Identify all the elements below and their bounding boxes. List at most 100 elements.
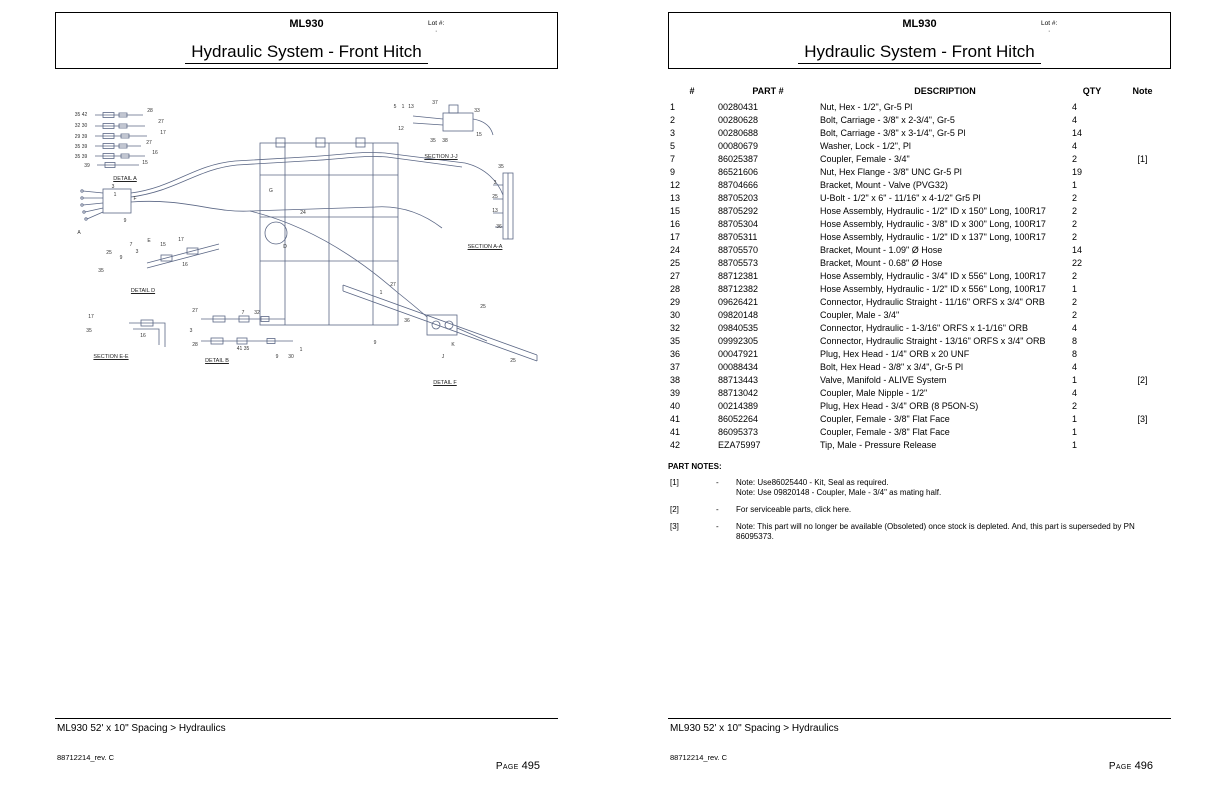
table-row: 40 00214389 Plug, Hex Head - 3/4" ORB (8… <box>668 400 1171 413</box>
row-part-number: 88705570 <box>718 245 759 255</box>
parts-table: # PART # DESCRIPTION QTY Note 1 00280431… <box>668 86 1171 549</box>
row-note-ref <box>1114 244 1171 257</box>
row-qty: 2 <box>1072 206 1078 216</box>
diagram-callout: 35 <box>498 164 504 170</box>
row-part-number: 00080679 <box>718 141 759 151</box>
diagram-section-label: SECTION E-E <box>93 354 129 360</box>
note-text: For serviceable parts, click here. <box>736 505 852 514</box>
diagram-callout: 1 <box>379 290 383 296</box>
diagram-callout: 16 <box>182 262 188 268</box>
row-qty: 1 <box>1072 180 1078 190</box>
row-description: U-Bolt - 1/2" x 6" - 11/16" x 4-1/2" Gr5… <box>820 193 981 203</box>
lot-value: · <box>1047 28 1051 35</box>
row-note-ref <box>1114 101 1171 114</box>
table-row: 1 00280431 Nut, Hex - 1/2", Gr-5 Pl 4 <box>668 101 1171 114</box>
row-description: Bolt, Hex Head - 3/8" x 3/4", Gr-5 Pl <box>820 362 963 372</box>
row-item-number: 17 <box>670 232 681 242</box>
diagram-callout: 27 <box>390 282 396 288</box>
row-item-number: 32 <box>670 323 681 333</box>
lot-number-block: Lot #: · <box>428 20 444 35</box>
diagram-callout: 32 <box>254 310 260 316</box>
diagram-callout: 17 <box>178 237 184 243</box>
row-description: Plug, Hex Head - 3/4" ORB (8 P5ON-S) <box>820 401 979 411</box>
diagram-callout: 38 <box>442 138 448 144</box>
diagram-callout: 35 39 <box>74 154 88 160</box>
row-part-number: 00088434 <box>718 362 759 372</box>
row-description: Connector, Hydraulic Straight - 13/16" O… <box>820 336 1046 346</box>
row-part-number: 00047921 <box>718 349 759 359</box>
note-ref: [1] <box>670 478 679 487</box>
row-item-number: 30 <box>670 310 681 320</box>
diagram-callout: 39 <box>84 163 90 169</box>
diagram-callout: 9 <box>373 340 377 346</box>
diagram-callout: 15 <box>160 242 166 248</box>
row-qty: 4 <box>1072 362 1078 372</box>
row-description: Bracket, Mount - 0.68" Ø Hose <box>820 258 943 268</box>
row-description: Tip, Male - Pressure Release <box>820 440 937 450</box>
diagram-callout: 25 <box>492 194 498 200</box>
diagram-callout: 17 <box>160 130 166 136</box>
diagram-callout: F <box>133 196 137 202</box>
row-item-number: 7 <box>670 154 676 164</box>
diagram-callout: 16 <box>140 333 146 339</box>
diagram-callout: 1 <box>299 347 303 353</box>
diagram-callout: 3 <box>189 328 193 334</box>
row-description: Valve, Manifold - ALIVE System <box>820 375 947 385</box>
page-title: Hydraulic System - Front Hitch <box>185 42 428 64</box>
col-header-part: PART # <box>752 86 784 96</box>
diagram-callout: 35 <box>430 138 436 144</box>
diagram-section-label: SECTION J-J <box>424 154 458 160</box>
table-row: 38 88713443 Valve, Manifold - ALIVE Syst… <box>668 374 1171 387</box>
row-item-number: 15 <box>670 206 681 216</box>
table-row: 37 00088434 Bolt, Hex Head - 3/8" x 3/4"… <box>668 361 1171 374</box>
col-header-num: # <box>689 86 695 96</box>
row-item-number: 5 <box>670 141 676 151</box>
row-qty: 2 <box>1072 310 1078 320</box>
row-note-ref <box>1114 322 1171 335</box>
row-part-number: 09992305 <box>718 336 759 346</box>
diagram-section-label: DETAIL F <box>433 380 457 386</box>
diagram-section-label: SECTION A-A <box>467 244 503 250</box>
row-part-number: 09820148 <box>718 310 759 320</box>
diagram-callout: 9 <box>123 218 127 224</box>
row-part-number: 00214389 <box>718 401 759 411</box>
row-item-number: 36 <box>670 349 681 359</box>
row-description: Plug, Hex Head - 1/4" ORB x 20 UNF <box>820 349 970 359</box>
table-row: 41 86052264 Coupler, Female - 3/8" Flat … <box>668 413 1171 426</box>
diagram-section-label: DETAIL A <box>113 176 137 182</box>
diagram-callout: J <box>441 354 445 360</box>
row-note-ref <box>1114 426 1171 439</box>
table-row: 41 86095373 Coupler, Female - 3/8" Flat … <box>668 426 1171 439</box>
table-row: 7 86025387 Coupler, Female - 3/4" 2 [1] <box>668 153 1171 166</box>
row-qty: 2 <box>1072 154 1078 164</box>
row-note-ref <box>1114 270 1171 283</box>
row-item-number: 16 <box>670 219 681 229</box>
right-header-box: ML930 Lot #: · Hydraulic System - Front … <box>668 12 1171 69</box>
diagram-callout: D <box>283 244 287 250</box>
row-item-number: 27 <box>670 271 681 281</box>
row-part-number: 88705292 <box>718 206 759 216</box>
diagram-callout: 27 <box>192 308 198 314</box>
table-row: 30 09820148 Coupler, Male - 3/4" 2 <box>668 309 1171 322</box>
table-row: 15 88705292 Hose Assembly, Hydraulic - 1… <box>668 205 1171 218</box>
row-description: Nut, Hex - 1/2", Gr-5 Pl <box>820 102 913 112</box>
note-dash: - <box>716 478 719 487</box>
part-note: [1] - Note: Use86025440 - Kit, Seal as r… <box>668 478 1171 498</box>
row-item-number: 12 <box>670 180 681 190</box>
row-description: Bracket, Mount - Valve (PVG32) <box>820 180 948 190</box>
page-number: Page 496 <box>1109 760 1153 772</box>
note-dash: - <box>716 522 719 531</box>
diagram-callout: 13 <box>408 104 414 110</box>
row-item-number: 25 <box>670 258 681 268</box>
row-qty: 2 <box>1072 219 1078 229</box>
diagram-callout: 29 39 <box>74 134 88 140</box>
row-note-ref <box>1114 296 1171 309</box>
footer-rule <box>55 718 558 719</box>
page-number-value: 495 <box>521 760 540 772</box>
row-part-number: EZA75997 <box>718 440 761 450</box>
diagram-callout: 3 <box>135 249 139 255</box>
table-row: 3 00280688 Bolt, Carriage - 3/8" x 3-1/4… <box>668 127 1171 140</box>
row-note-ref <box>1114 231 1171 244</box>
row-description: Hose Assembly, Hydraulic - 1/2" ID x 137… <box>820 232 1046 242</box>
row-qty: 1 <box>1072 427 1078 437</box>
